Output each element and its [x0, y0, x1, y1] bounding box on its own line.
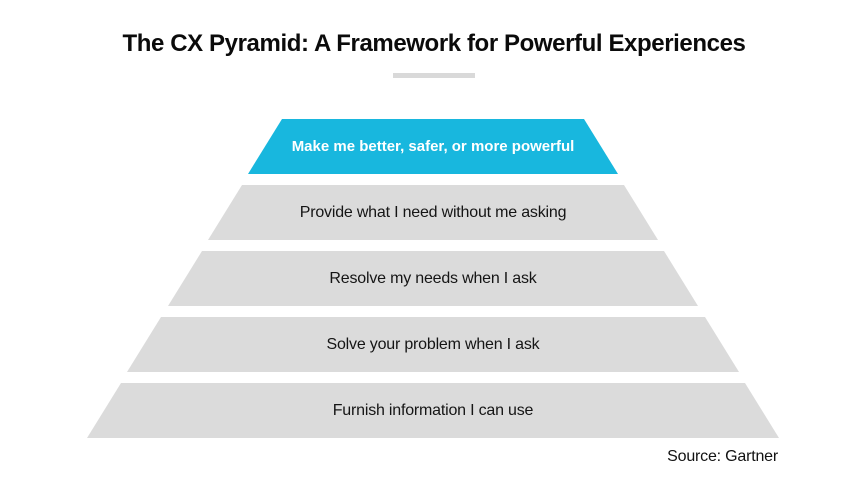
page-title: The CX Pyramid: A Framework for Powerful…	[122, 30, 746, 57]
pyramid-level-3: Resolve my needs when I ask	[168, 251, 698, 306]
title-divider	[393, 73, 475, 78]
pyramid-level-2-label: Provide what I need without me asking	[299, 203, 567, 221]
pyramid-level-5-label: Furnish information I can use	[332, 401, 534, 419]
pyramid-level-top: Make me better, safer, or more powerful	[248, 119, 618, 174]
pyramid-level-3-label: Resolve my needs when I ask	[329, 269, 537, 287]
pyramid-level-5: Furnish information I can use	[87, 383, 779, 438]
pyramid-level-top-label: Make me better, safer, or more powerful	[291, 138, 575, 155]
source-caption: Source: Gartner	[667, 448, 778, 465]
pyramid-level-2: Provide what I need without me asking	[208, 185, 658, 240]
pyramid-level-4: Solve your problem when I ask	[127, 317, 739, 372]
pyramid-level-4-label: Solve your problem when I ask	[326, 335, 540, 353]
